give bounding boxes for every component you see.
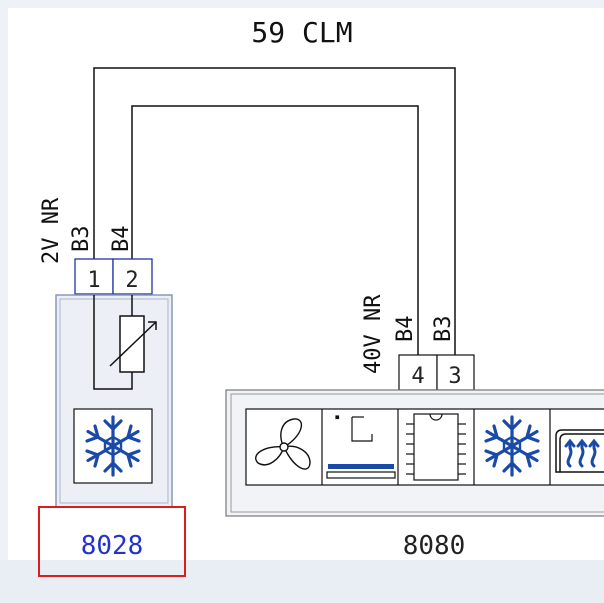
component-8080[interactable] [225,389,604,517]
right-pin4-code-label: B4 [393,316,418,343]
snowflake-icon [85,415,141,477]
wire-b4 [131,105,419,355]
connector-8080[interactable]: 4 3 [398,354,475,391]
wire-b3 [93,67,456,355]
connector-8080-pin-4: 4 [411,364,424,389]
rear-defrost-icon [555,429,604,473]
diagram-title: 59 CLM [251,16,352,49]
connector-8028-pin-1: 1 [87,268,100,293]
connector-8080-pin-3: 3 [448,364,461,389]
bottom-band [0,560,604,603]
left-wire-color-label: 2V NR [39,197,64,264]
left-pin2-code-label: B4 [109,226,134,253]
component-8028[interactable] [55,294,173,508]
connector-8028[interactable]: 1 2 [74,258,153,295]
thermistor-icon [93,295,157,390]
snowflake-icon [484,415,540,477]
right-wire-color-label: 40V NR [361,294,386,374]
component-8028-id[interactable]: 8028 [81,531,144,561]
fan-icon [255,418,311,470]
right-pin3-code-label: B3 [431,316,456,343]
display-panel-icon [326,415,396,479]
component-8080-id[interactable]: 8080 [403,531,466,561]
left-pin1-code-label: B3 [69,226,94,253]
selection-highlight [38,506,186,577]
wires [93,67,456,355]
chip-icon [406,413,466,481]
connector-8028-pin-2: 2 [125,268,138,293]
